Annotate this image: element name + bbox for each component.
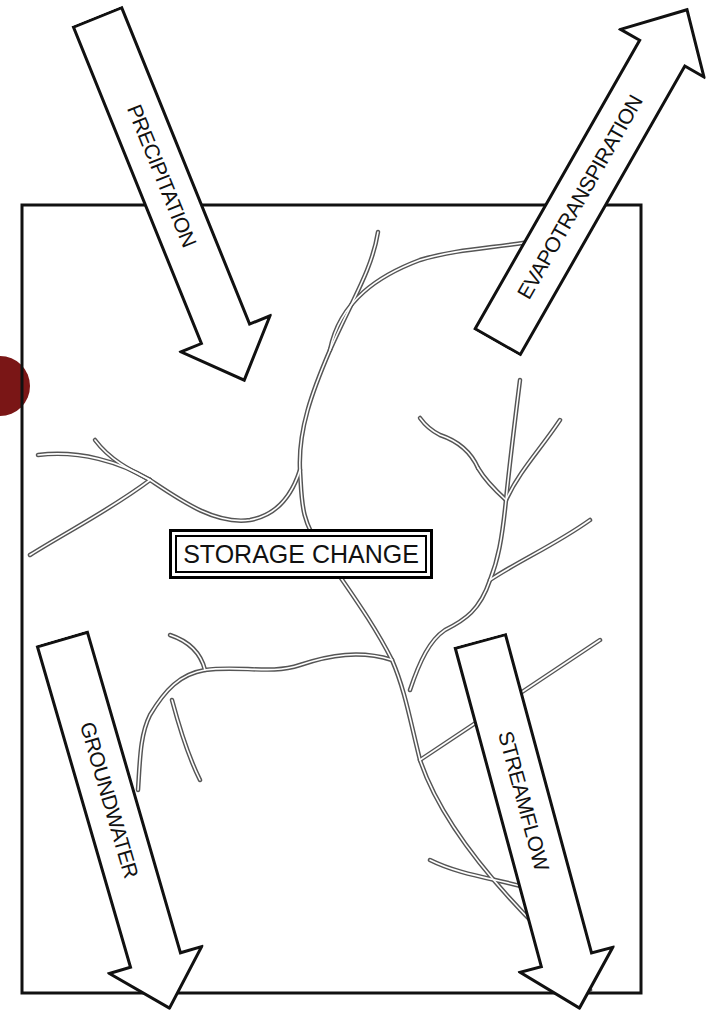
storage-box: STORAGE CHANGE [169,529,433,579]
arrow-label: PRECIPITATION [53,3,270,349]
arrow-outline [434,629,626,1018]
arrow-label: GROUNDWATER [16,630,203,970]
edge-marker [0,356,30,416]
arrow-label: STREAMFLOW [433,633,613,969]
flow-arrow: PRECIPITATION [51,0,292,401]
arrow-outline [53,0,289,398]
arrow-outline [16,626,215,1018]
arrow-label: EVAPOTRANSPIRATION [457,32,704,363]
flow-arrow: EVAPOTRANSPIRATION [454,0,708,368]
flow-arrow: GROUNDWATER [14,624,218,1018]
flow-arrow: STREAMFLOW [432,627,629,1018]
box-label: STORAGE CHANGE [183,540,419,569]
arrow-outline [456,0,708,365]
